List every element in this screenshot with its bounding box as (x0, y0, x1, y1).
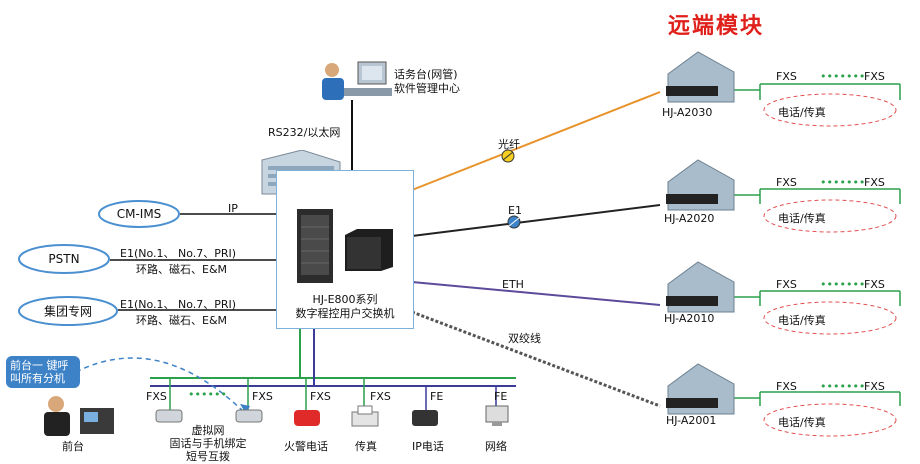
device-label: 电话/传真 (778, 416, 826, 429)
port-label: FE (494, 390, 508, 403)
network-group: 集团专网 (43, 304, 93, 319)
fxs-label: FXS (776, 380, 797, 393)
remote-model-label: HJ-A2010 (664, 312, 715, 325)
reception-desk-icon (44, 396, 114, 436)
cm-ims-link-label: IP (228, 202, 238, 215)
network-cm-ims: CM-IMS (116, 207, 162, 221)
cloud-icon-pstn (18, 244, 110, 274)
port-label: FE (430, 390, 444, 403)
console-label-2: 软件管理中心 (394, 82, 460, 95)
remote-model-label: HJ-A2020 (664, 212, 715, 225)
fxs-label: FXS (864, 70, 885, 83)
link-e1-label: E1 (508, 204, 522, 217)
reception-label: 前台 (62, 440, 84, 453)
fax-icon (351, 405, 379, 427)
device-label: 电话/传真 (778, 212, 826, 225)
fire-alarm-phone-icon (294, 410, 320, 426)
fxs-label: FXS (864, 278, 885, 291)
fxs-dots: ••••••• (820, 70, 866, 83)
chassis-icon (345, 229, 393, 271)
reception-note: 前台一 键呼叫所有分机 (6, 356, 80, 388)
rs232-link-label: RS232/以太网 (268, 126, 341, 139)
computer-icon (485, 405, 509, 426)
fxs-label: FXS (864, 176, 885, 189)
fxs-label: FXS (864, 380, 885, 393)
fxs-dots: ••••••• (820, 176, 866, 189)
port-dots: •••••• (188, 388, 227, 401)
phone-icon (155, 409, 183, 423)
fxs-label: FXS (776, 278, 797, 291)
network-pstn: PSTN (48, 252, 80, 266)
device-ip-phone: IP电话 (412, 440, 444, 453)
port-label: FXS (370, 390, 391, 403)
pbx-switch-box: HJ-E800系列 数字程控用户交换机 (276, 170, 414, 329)
house-icon (666, 261, 735, 313)
device-label: 电话/传真 (778, 106, 826, 119)
switch-label-2: 数字程控用户交换机 (295, 307, 395, 320)
house-icon (666, 51, 735, 103)
fxs-label: FXS (776, 70, 797, 83)
device-fax: 传真 (355, 440, 377, 453)
house-icon (666, 363, 735, 415)
cloud-icon-cm-ims (98, 200, 180, 228)
house-icon (666, 159, 735, 211)
remote-model-label: HJ-A2001 (666, 414, 717, 427)
vnet-label-3: 短号互拨 (186, 450, 230, 463)
cabinet-icon (297, 209, 333, 283)
pstn-link-line2: 环路、磁石、E&M (136, 263, 228, 276)
vnet-label-1: 虚拟网 (191, 424, 225, 437)
link-twisted-label: 双绞线 (508, 332, 541, 345)
console-label-1: 话务台(网管) (394, 68, 458, 81)
pstn-link-line1: E1(No.1、 No.7、PRI) (120, 247, 237, 260)
link-eth-label: ETH (502, 278, 524, 291)
port-label: FXS (310, 390, 331, 403)
device-label: 电话/传真 (778, 314, 826, 327)
fxs-dots: ••••••• (820, 278, 866, 291)
switch-label-1: HJ-E800系列 (312, 293, 378, 306)
remote-model-label: HJ-A2030 (662, 106, 713, 119)
ip-phone-icon (412, 410, 438, 426)
cloud-icon-group-net (18, 296, 118, 326)
diagram-title: 远端模块 (668, 14, 765, 39)
link-fiber-label: 光纤 (498, 138, 520, 151)
group-link-line2: 环路、磁石、E&M (136, 314, 228, 327)
device-fire-phone: 火警电话 (284, 440, 328, 453)
port-label: FXS (146, 390, 167, 403)
group-link-line1: E1(No.1、 No.7、PRI) (120, 298, 237, 311)
phone-icon (235, 409, 263, 423)
port-label: FXS (252, 390, 273, 403)
fxs-dots: ••••••• (820, 380, 866, 393)
console-workstation-icon (322, 61, 392, 100)
device-network: 网络 (485, 440, 507, 453)
fxs-label: FXS (776, 176, 797, 189)
vnet-label-2: 固话与手机绑定 (169, 437, 247, 450)
